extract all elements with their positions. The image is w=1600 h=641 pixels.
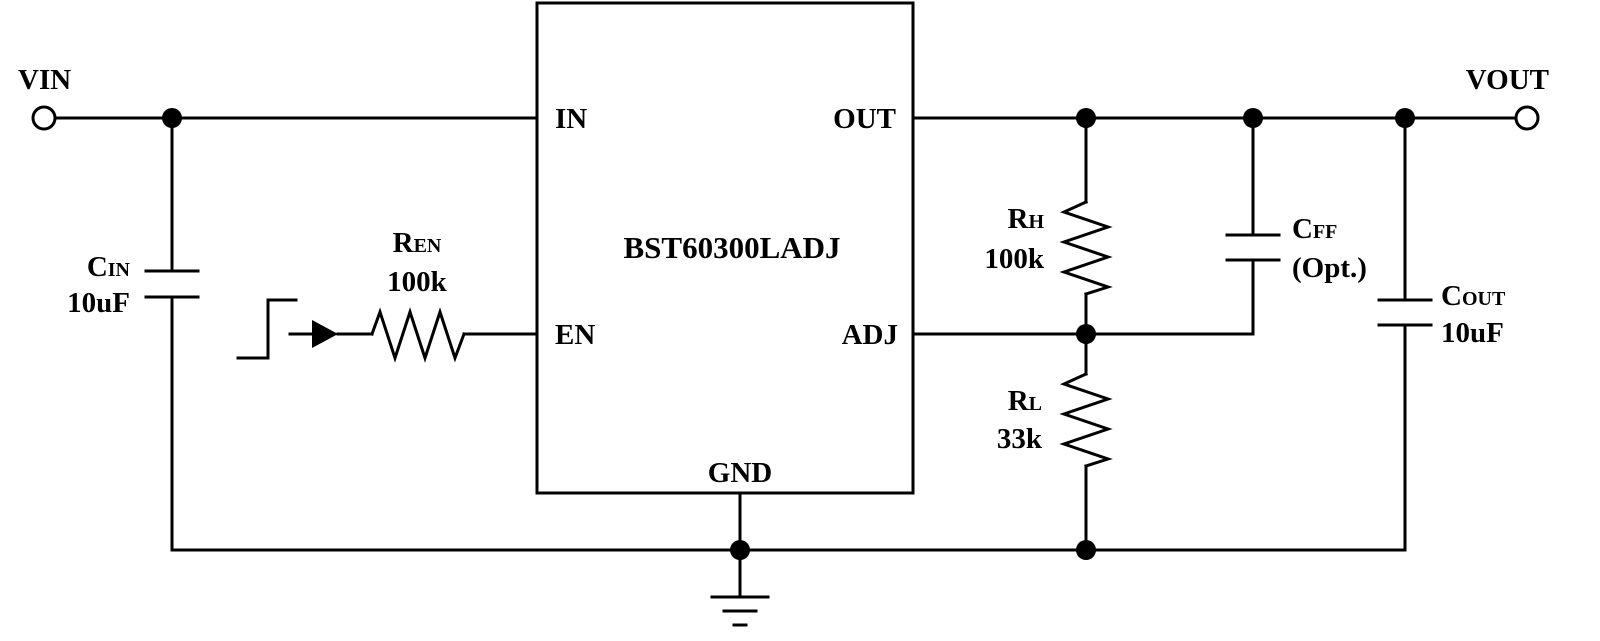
- rh-value: 100k: [984, 243, 1045, 275]
- cout-capacitor: [1377, 116, 1433, 552]
- junction-dot: [162, 108, 182, 128]
- rl-name: RL: [1008, 385, 1042, 417]
- cout-value: 10uF: [1441, 317, 1504, 349]
- vout-label: VOUT: [1466, 64, 1549, 96]
- cff-name: CFF: [1292, 213, 1337, 245]
- junction-dot: [1076, 108, 1096, 128]
- pin-en-label: EN: [555, 319, 595, 351]
- ren-resistor: [336, 307, 539, 363]
- pin-out-label: OUT: [833, 103, 896, 135]
- junction-dot: [1076, 324, 1096, 344]
- vout-terminal: [1514, 105, 1540, 131]
- chip-name: BST60300LADJ: [623, 230, 840, 265]
- rl-value: 33k: [997, 423, 1043, 455]
- junction-dot: [730, 540, 750, 560]
- enable-step-signal: [236, 298, 298, 360]
- cin-capacitor: [144, 116, 200, 552]
- cff-capacitor: [1225, 116, 1281, 336]
- cin-name: CIN: [87, 251, 131, 283]
- cin-value: 10uF: [67, 287, 130, 319]
- ground-symbol-icon: [710, 595, 770, 627]
- rl-resistor: [1059, 332, 1113, 552]
- vin-label: VIN: [18, 64, 71, 96]
- cout-name: COUT: [1441, 280, 1506, 312]
- pin-gnd-label: GND: [708, 457, 772, 489]
- ren-value: 100k: [387, 266, 448, 298]
- pin-in-label: IN: [555, 103, 587, 135]
- pin-adj-label: ADJ: [842, 319, 898, 351]
- junction-dot: [1076, 540, 1096, 560]
- junction-dot: [1243, 108, 1263, 128]
- ren-name: REN: [393, 227, 442, 259]
- rh-name: RH: [1007, 203, 1044, 235]
- rh-resistor: [1059, 116, 1113, 336]
- junction-dot: [1395, 108, 1415, 128]
- regulator-chip: [535, 1, 915, 495]
- vin-terminal: [31, 105, 57, 131]
- cff-value: (Opt.): [1292, 252, 1367, 284]
- enable-arrow-icon: [288, 320, 338, 348]
